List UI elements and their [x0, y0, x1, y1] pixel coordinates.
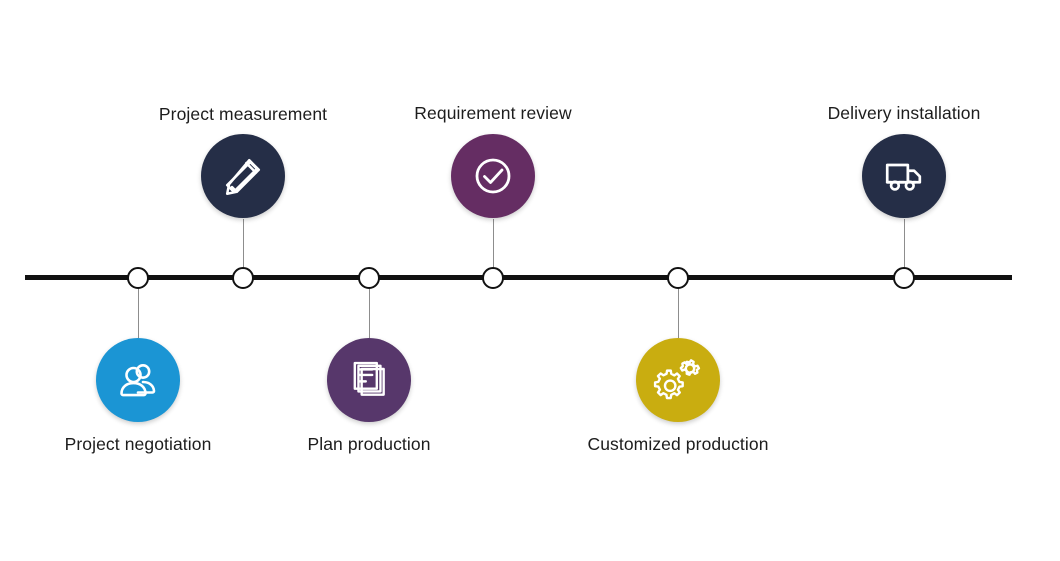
stem-requirement-review: [493, 219, 494, 277]
icon-disc-requirement-review[interactable]: [451, 134, 535, 218]
caption-project-measurement: Project measurement: [158, 104, 328, 124]
gears-icon: [653, 355, 703, 405]
node-project-negotiation[interactable]: [127, 267, 149, 289]
node-plan-production[interactable]: [358, 267, 380, 289]
caption-requirement-review: Requirement review: [414, 103, 572, 123]
node-delivery-installation[interactable]: [893, 267, 915, 289]
node-customized-production[interactable]: [667, 267, 689, 289]
node-requirement-review[interactable]: [482, 267, 504, 289]
stem-plan-production: [369, 280, 370, 338]
stem-project-measurement: [243, 219, 244, 277]
delivery-truck-icon: [881, 153, 927, 199]
caption-delivery-installation: Delivery installation: [827, 103, 981, 123]
icon-disc-customized-production[interactable]: [636, 338, 720, 422]
document-stack-icon: [347, 358, 391, 402]
icon-disc-project-negotiation[interactable]: [96, 338, 180, 422]
icon-disc-plan-production[interactable]: [327, 338, 411, 422]
icon-disc-project-measurement[interactable]: [201, 134, 285, 218]
check-circle-icon: [469, 152, 517, 200]
users-group-icon: [114, 356, 162, 404]
icon-disc-delivery-installation[interactable]: [862, 134, 946, 218]
stem-project-negotiation: [138, 280, 139, 338]
timeline-axis: [25, 275, 1012, 280]
node-project-measurement[interactable]: [232, 267, 254, 289]
stem-customized-production: [678, 280, 679, 338]
caption-plan-production: Plan production: [307, 434, 431, 454]
ruler-pencil-icon: [220, 153, 266, 199]
caption-customized-production: Customized production: [587, 434, 769, 454]
stem-delivery-installation: [904, 219, 905, 277]
caption-project-negotiation: Project negotiation: [64, 434, 212, 454]
